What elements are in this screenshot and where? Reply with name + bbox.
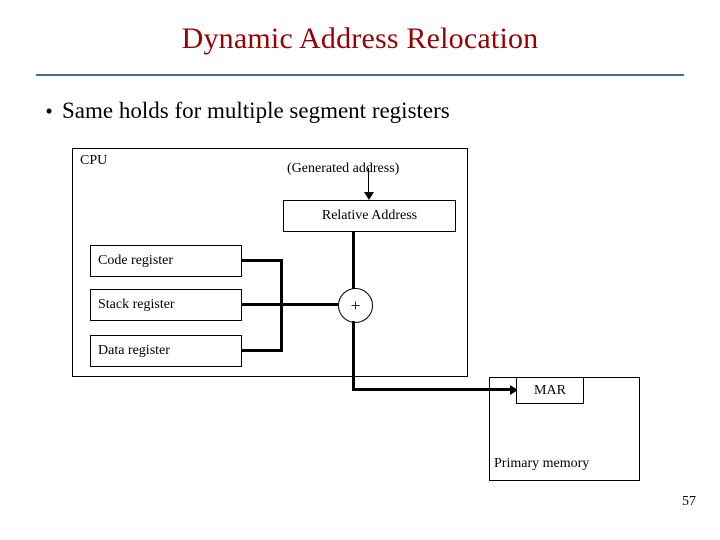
- generated-address-connector: [368, 168, 369, 193]
- generated-address-arrowhead-icon: [364, 192, 374, 200]
- bullet-item: • Same holds for multiple segment regist…: [36, 98, 686, 124]
- stack-register-box: Stack register: [90, 289, 242, 321]
- cpu-label: CPU: [80, 153, 108, 168]
- primary-memory-label: Primary memory: [494, 456, 590, 471]
- code-register-stub: [242, 259, 283, 262]
- bullet-text: Same holds for multiple segment register…: [62, 98, 450, 123]
- title-divider: [36, 74, 684, 76]
- code-register-box: Code register: [90, 245, 242, 277]
- data-register-box: Data register: [90, 335, 242, 367]
- page-title: Dynamic Address Relocation: [181, 22, 539, 55]
- bullet-marker-icon: •: [45, 99, 53, 123]
- generated-address-label: (Generated address): [287, 161, 400, 176]
- page-number: 57: [682, 494, 696, 509]
- data-register-stub: [242, 349, 283, 352]
- register-bus-to-adder: [280, 303, 338, 306]
- mar-box: MAR: [516, 377, 584, 404]
- relative-address-box: Relative Address: [283, 200, 456, 232]
- mar-input-arrowhead-icon: [510, 385, 518, 395]
- adder-output-horizontal: [352, 388, 512, 391]
- adder-node: +: [338, 288, 373, 323]
- adder-output-vertical: [352, 321, 355, 390]
- cpu-container: [72, 148, 468, 377]
- relative-address-to-adder-line: [352, 232, 355, 289]
- stack-register-stub: [242, 303, 283, 306]
